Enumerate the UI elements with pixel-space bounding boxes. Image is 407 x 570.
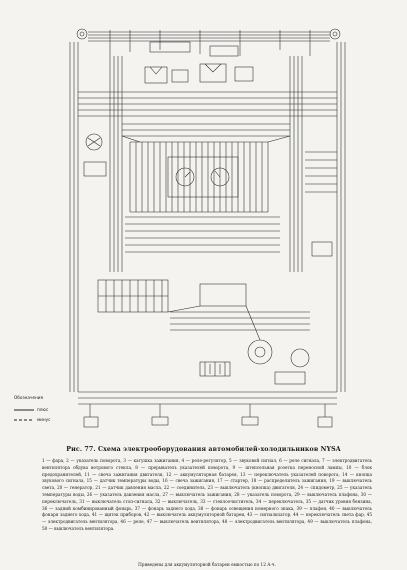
rear-lamp-right — [317, 416, 333, 428]
instrument-cluster — [167, 156, 239, 198]
regulator-unit — [83, 133, 107, 177]
wiring-diagram-drawing — [69, 28, 346, 428]
line-sample-plus — [14, 409, 34, 410]
figure-caption: Рис. 77. Схема электрооборудования автом… — [66, 446, 341, 453]
rear-lamp-left — [83, 416, 99, 428]
battery — [199, 361, 231, 377]
front-lamp-right — [329, 28, 341, 40]
legend-label: минус — [37, 417, 51, 422]
component-list: 1 — фара, 2 — указатель поворота, 3 — ка… — [42, 458, 372, 531]
legend-title: Обозначения — [14, 395, 43, 400]
legend: Обозначения плюс минус — [14, 395, 74, 441]
wiring-diagram — [50, 12, 365, 437]
relay-cluster — [144, 63, 254, 84]
legend-item-minus: минус — [14, 417, 50, 422]
line-sample-minus — [14, 419, 34, 420]
legend-item-plus: плюс — [14, 407, 48, 412]
front-lamp-left — [76, 28, 88, 40]
fuse-block — [97, 279, 169, 313]
footnote: Приведены для аккумуляторной батареи емк… — [138, 562, 276, 567]
legend-label: плюс — [37, 407, 49, 412]
starter-generator — [247, 339, 310, 385]
